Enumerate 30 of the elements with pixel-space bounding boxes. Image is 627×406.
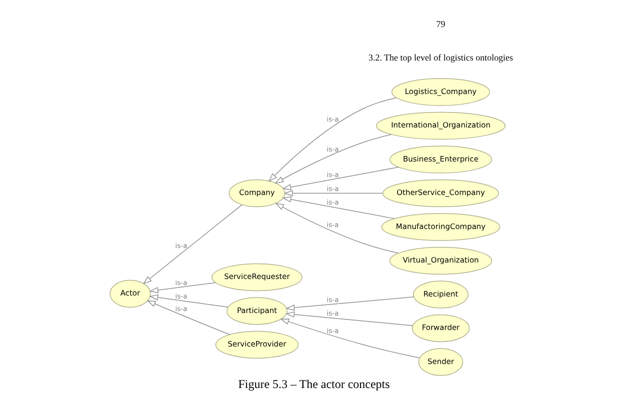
arrow bbox=[285, 311, 412, 326]
node-ellipse: Actor bbox=[109, 280, 150, 308]
node-ellipse: Sender bbox=[418, 348, 463, 376]
arrow bbox=[283, 190, 383, 196]
node-ellipse: ManufactoringCompany bbox=[380, 213, 500, 241]
node-ellipse: Virtual_Organization bbox=[388, 246, 492, 275]
node-ellipse: Participant bbox=[226, 297, 287, 325]
node-ellipse: Recipient bbox=[412, 280, 468, 308]
arrow bbox=[282, 196, 394, 219]
arrow bbox=[285, 296, 414, 311]
node-ellipse: Logistics_Company bbox=[391, 78, 490, 106]
arrow bbox=[268, 97, 396, 182]
node-ellipse: Company bbox=[228, 179, 285, 208]
arrow bbox=[274, 202, 398, 254]
label: 79 bbox=[436, 18, 445, 29]
node-ellipse: Business_Enterprice bbox=[388, 146, 492, 174]
arrow bbox=[146, 300, 230, 335]
node-ellipse: International_Organization bbox=[375, 112, 506, 140]
node-ellipse: OtherService_Company bbox=[382, 179, 499, 208]
label: 3.2. The top level of logistics ontologies bbox=[368, 52, 513, 63]
arrow bbox=[148, 282, 216, 294]
arrow bbox=[282, 166, 399, 190]
arrow bbox=[280, 318, 420, 358]
node-ellipse: ServiceRequester bbox=[211, 263, 302, 292]
arrow bbox=[274, 134, 392, 184]
node-ellipse: Forwarder bbox=[411, 314, 470, 342]
arrow bbox=[148, 294, 228, 308]
node-ellipse: ServiceProvider bbox=[214, 330, 298, 359]
arrow bbox=[142, 204, 242, 284]
caption: Figure 5.3 – The actor concepts bbox=[238, 377, 390, 392]
